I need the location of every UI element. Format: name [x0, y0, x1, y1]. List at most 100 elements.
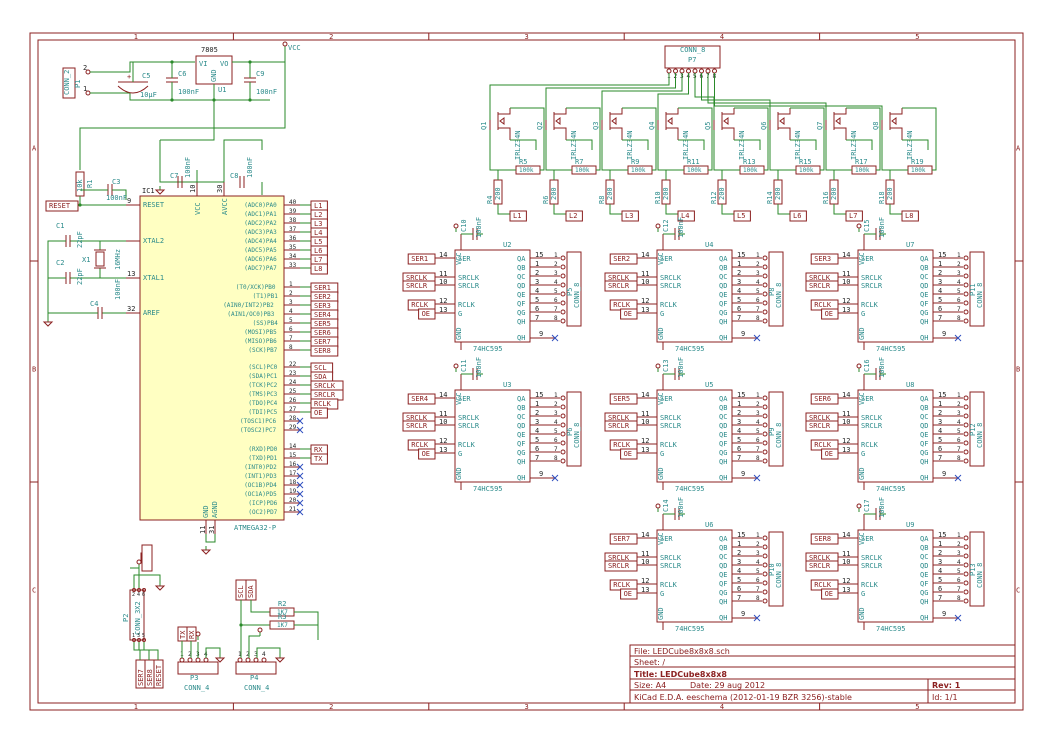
shift-register-pin-number: 2: [535, 409, 539, 417]
wire: [602, 169, 611, 180]
row-marker: A: [1016, 145, 1021, 153]
no-connect-icon: [753, 474, 761, 482]
shift-register-pin-number: 2: [535, 269, 539, 277]
sheet-id: Id: 1/1: [932, 693, 958, 702]
component-value: 100nF: [677, 497, 685, 518]
pin-number: 8: [957, 455, 961, 462]
pin-number: 5: [756, 428, 760, 435]
mcu-pin-name: (SCL)PC0: [248, 364, 277, 371]
mcu-pin-name: (TOSC2)PC7: [240, 427, 277, 434]
connector-name: CONN_3X2: [134, 601, 142, 635]
net-label-box: [407, 393, 436, 405]
net-label: OE: [310, 407, 328, 419]
pin-circle: [560, 431, 566, 437]
pin-number: 3: [756, 410, 760, 417]
mosfet-source: [498, 127, 511, 140]
shift-register-pin-number: 4: [737, 287, 741, 295]
pin-number: 2: [756, 401, 760, 408]
mcu-pin-name: AVCC: [221, 198, 229, 215]
vcc-icon: [195, 631, 201, 637]
pin-circle: [963, 449, 969, 455]
mosfet-part: IRLZ34N: [570, 130, 578, 160]
net-label-text: SER5: [613, 395, 630, 403]
component-value: 100k: [575, 167, 590, 174]
shift-register-pin-number: 9: [741, 470, 745, 478]
wire: [769, 130, 796, 171]
mosfet-drain: [498, 108, 511, 115]
pin-circle: [963, 422, 969, 428]
net-label: SRCLR: [604, 280, 638, 292]
tool-version: KiCad E.D.A. eeschema (2012-01-19 BZR 32…: [634, 693, 852, 702]
shift-register-pin-number: 7: [737, 454, 741, 462]
component-value: 1K7: [277, 622, 288, 629]
vcc-symbol: [655, 503, 661, 512]
shift-register-pin-name: QF: [719, 300, 727, 308]
shift-register-pin-number: 6: [737, 585, 741, 593]
mcu-body: [139, 195, 285, 521]
shift-register-pin-name: QF: [920, 300, 928, 308]
pin-circle: [560, 282, 566, 288]
output-connector-body: [566, 391, 582, 467]
shift-register-pin-name: QD: [719, 282, 727, 290]
pin-number: 1: [957, 252, 961, 259]
pin-circle: [762, 309, 768, 315]
pin-number: 3: [756, 550, 760, 557]
wire: [205, 534, 216, 543]
mosfet-ref: Q3: [592, 122, 600, 130]
net-label: L4: [677, 210, 695, 222]
component-ref: C3: [112, 178, 120, 186]
shift-register-pin-name: QC: [517, 413, 525, 421]
connector-ref: P13: [969, 563, 977, 576]
shift-register-pin-number: 3: [737, 558, 741, 566]
mcu-pin-name: (OC2)PD7: [248, 509, 277, 516]
vcc-symbol: [195, 631, 201, 640]
net-label-text: SDA: [314, 373, 327, 381]
wire: [545, 130, 572, 171]
shift-register-pin-name: QH: [920, 614, 928, 622]
pin-number: 7: [957, 446, 961, 453]
mcu-pin-name: (MISO)PB6: [244, 338, 277, 345]
net-label-box: [418, 308, 436, 320]
pin-circle: [963, 273, 969, 279]
shift-register-pin-name: SRCLR: [458, 422, 480, 430]
pin-circle: [187, 657, 193, 663]
shift-register-pin-number: 6: [737, 305, 741, 313]
wire: [701, 73, 771, 120]
net-label-text: SRCLK: [608, 274, 630, 282]
mcu-pin-number: 6: [289, 326, 293, 333]
net-label-text: RCLK: [411, 301, 429, 309]
pin-circle: [762, 553, 768, 559]
mcu-pin-name: (SS)PB4: [253, 320, 279, 327]
net-label: SER5: [609, 393, 638, 405]
wire: [510, 107, 545, 171]
sheet-name: Sheet: /: [634, 658, 665, 667]
shift-register-pin-number: 10: [842, 558, 850, 566]
pin-number: 6: [957, 297, 961, 304]
wire: [489, 73, 670, 120]
pin-number: 4: [756, 419, 760, 426]
output-connector-body: [969, 251, 985, 327]
vcc-icon: [655, 503, 661, 509]
capacitor-plate: [117, 85, 149, 94]
column-marker: 3: [525, 33, 529, 41]
shift-register-pin-number: 10: [641, 418, 649, 426]
vcc-icon: [282, 41, 288, 47]
net-label-text: L7: [314, 256, 322, 264]
mosfet-source: [610, 127, 623, 140]
wire: [510, 139, 537, 150]
net-label-box: [677, 210, 695, 222]
pin-number: 7: [554, 446, 558, 453]
net-label: RESET: [45, 200, 79, 212]
wire: [546, 169, 555, 180]
shift-register-pin-number: 11: [439, 410, 447, 418]
component-value: 100nF: [246, 157, 254, 178]
inner-border: [37, 39, 1016, 704]
wire: [232, 50, 286, 63]
net-label-text: SRCLK: [809, 414, 831, 422]
i2c-connector-body: [235, 661, 277, 675]
shift-register-body: [656, 529, 733, 623]
net-label: SER8: [310, 345, 339, 357]
mcu-pin-number: 9: [127, 197, 131, 205]
net-label-text: RCLK: [814, 441, 832, 449]
